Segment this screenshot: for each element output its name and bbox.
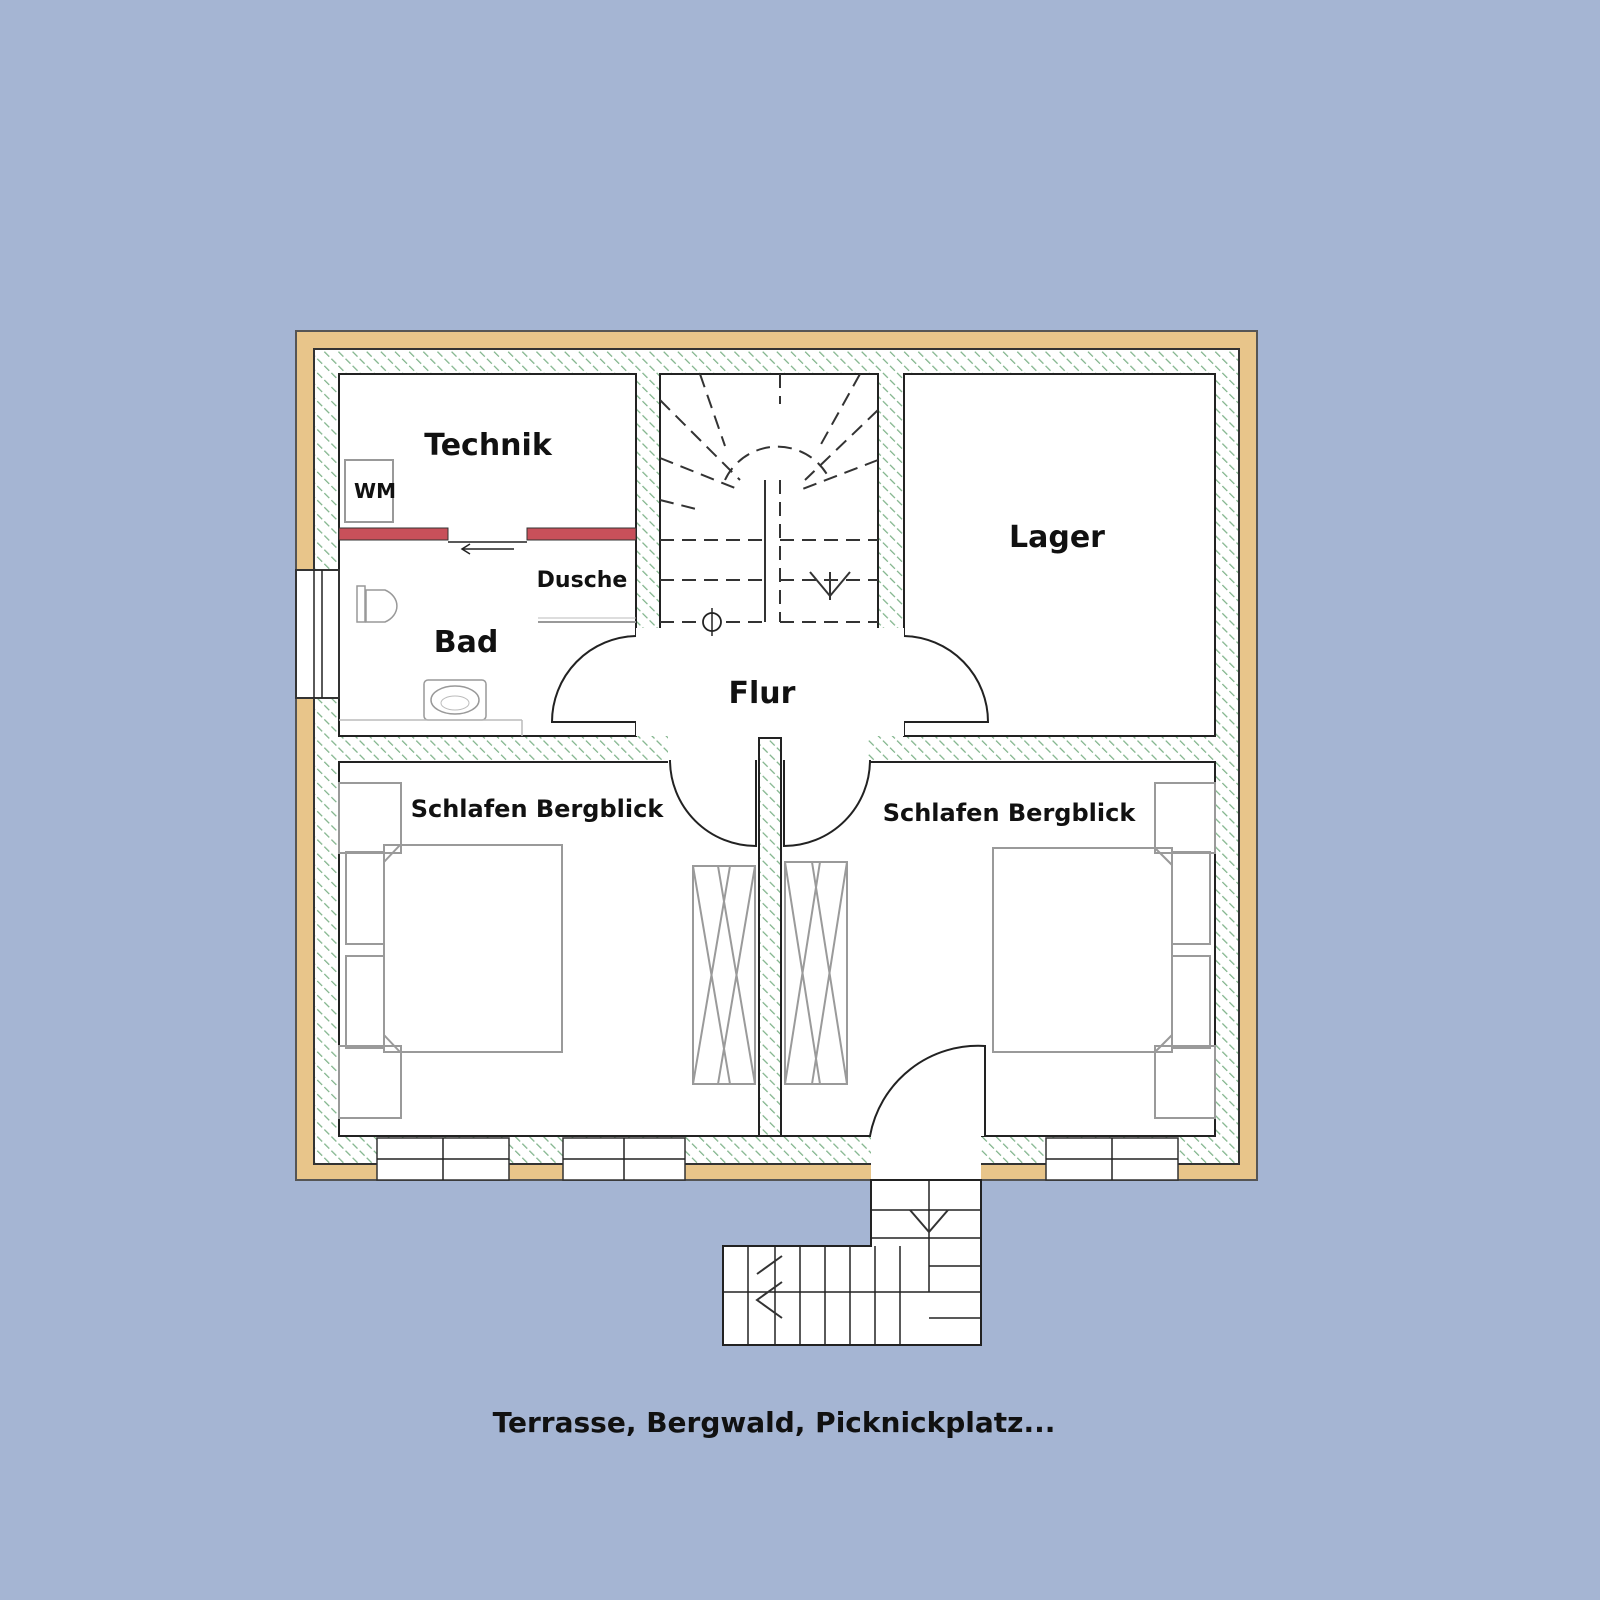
label-dusche: Dusche <box>537 568 628 593</box>
label-wm: WM <box>354 479 396 503</box>
label-bad: Bad <box>434 625 499 660</box>
label-lager: Lager <box>1009 520 1105 555</box>
interior-staircase <box>659 373 879 636</box>
sliding-door-right <box>526 527 637 541</box>
toilet-icon <box>356 585 398 623</box>
label-schlafen-right: Schlafen Bergblick <box>883 799 1137 827</box>
door-swing-entry <box>869 1044 986 1137</box>
sliding-door-left <box>338 527 449 541</box>
room-flur <box>636 628 904 736</box>
bed-left <box>338 782 563 1119</box>
door-swing-lager <box>903 635 990 723</box>
wardrobe-right <box>784 861 848 1085</box>
sink-icon <box>423 679 487 721</box>
windows-bottom <box>376 1137 1179 1181</box>
label-flur: Flur <box>729 676 796 711</box>
door-swing-schlafen-left <box>669 759 757 848</box>
label-technik: Technik <box>424 428 553 463</box>
entry-opening <box>871 1128 981 1180</box>
door-swing-bad <box>550 635 637 723</box>
room-stair <box>659 373 879 635</box>
caption: Terrasse, Bergwald, Picknickplatz... <box>493 1406 1056 1439</box>
bed-right <box>992 782 1216 1119</box>
exterior-staircase <box>722 1179 982 1346</box>
window-bad <box>295 569 340 699</box>
partition-wall <box>758 737 782 1137</box>
label-schlafen-left: Schlafen Bergblick <box>411 795 665 823</box>
washing-machine <box>344 459 394 523</box>
door-swing-schlafen-right <box>783 759 871 848</box>
wardrobe-left <box>692 865 756 1085</box>
